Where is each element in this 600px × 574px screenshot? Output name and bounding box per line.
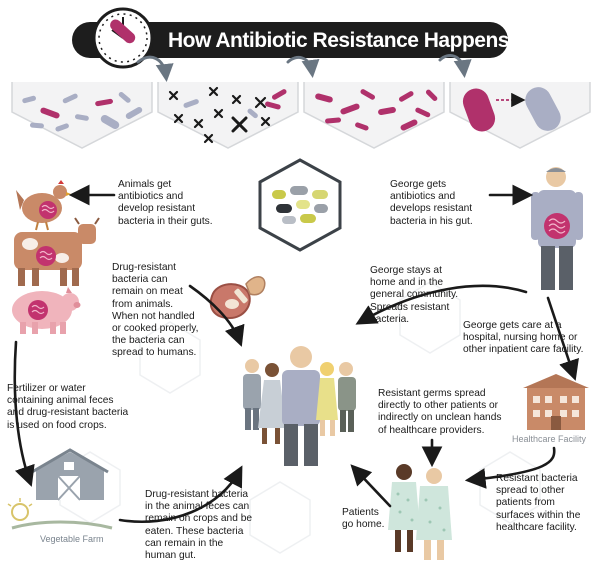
community-group (243, 346, 356, 466)
caption-line: Spreads resistant (370, 301, 450, 313)
caption-line: go home. (342, 519, 385, 531)
background-hexagons (59, 281, 541, 554)
caption-line: healthcare facility. (496, 521, 577, 533)
bacteria-panels (11, 82, 591, 149)
caption-line: antibiotics and (118, 191, 184, 203)
arrow-facility-to-patients (464, 446, 556, 489)
panel1-bacteria (22, 91, 143, 132)
caption-surfaces: Resistant bacteria spread to other patie… (496, 473, 600, 534)
george-figure (531, 167, 583, 290)
caption-line: bacteria can (112, 274, 168, 286)
caption-line: George stays at (370, 265, 442, 276)
cow-icon (14, 217, 100, 286)
flow-arrows (13, 184, 579, 524)
caption-line: or cooked properly, (112, 323, 199, 335)
panel-transition-arrows (136, 54, 472, 82)
pig-icon (12, 287, 81, 334)
healthcare-facility-icon (523, 374, 589, 430)
caption-line: Animals get (118, 179, 172, 190)
arrow-meat-to-people (188, 284, 245, 347)
caption-line: Drug-resistant bacteria (145, 489, 249, 500)
arrow-patients-home (350, 464, 392, 508)
caption-line: develops resistant (390, 203, 473, 215)
caption-line: spread to humans. (112, 347, 197, 359)
caption-line: containing animal feces (7, 395, 114, 407)
caption-line: bacteria in his gut. (390, 215, 473, 227)
caption-line: develop resistant (118, 203, 196, 215)
caption-line: of healthcare providers. (378, 424, 485, 436)
caption-line: and drug-resistant bacteria (7, 407, 129, 419)
meat-icon (209, 276, 266, 320)
caption-line: home and in the (370, 277, 444, 289)
caption-line: hospital, nursing home or (463, 332, 578, 344)
caption-germs-spread: Resistant germs spread directly to other… (378, 388, 528, 437)
caption-line: spread to other (496, 485, 565, 497)
caption-george-home: George stays at home and in the general … (370, 265, 490, 326)
panel3-resistant-bacteria (315, 89, 438, 131)
caption-meat: Drug-resistant bacteria can remain on me… (112, 262, 222, 360)
caption-line: Fertilizer or water (7, 383, 86, 394)
chicken-icon (16, 180, 71, 231)
caption-line: patients from (496, 497, 555, 509)
arrow-home-to-people (355, 284, 528, 325)
caption-animals: Animals get antibiotics and develop resi… (118, 179, 258, 228)
clock-icon (92, 7, 154, 69)
caption-line: human gut. (145, 550, 196, 562)
arrow-crops-to-people (118, 465, 243, 524)
caption-george-care: George gets care at a hospital, nursing … (463, 320, 600, 357)
patients-group (388, 464, 452, 560)
panel2-killed-bacteria (168, 86, 287, 144)
caption-line: in the animal feces can (145, 501, 250, 513)
healthcare-facility-label: Healthcare Facility (512, 434, 587, 444)
arrow-to-farm (13, 340, 35, 487)
caption-line: Drug-resistant (112, 262, 176, 273)
caption-line: George gets (390, 179, 447, 190)
vegetable-farm-icon (7, 448, 113, 530)
caption-line: surfaces within the (496, 509, 581, 521)
caption-crops: Drug-resistant bacteria in the animal fe… (145, 489, 275, 562)
caption-line: remain on meat (112, 286, 183, 298)
caption-george-gets: George gets antibiotics and develops res… (390, 179, 520, 228)
caption-line: the bacteria can (112, 335, 185, 347)
caption-line: can remain in the (145, 537, 224, 549)
caption-line: from animals. (112, 298, 174, 310)
caption-line: bacteria in their guts. (118, 215, 213, 227)
caption-line: general community. (370, 289, 459, 301)
caption-line: When not handled (112, 310, 195, 322)
caption-line: Resistant germs spread (378, 388, 486, 399)
caption-line: indirectly on unclean hands (378, 412, 502, 424)
antibiotics-hexagon (258, 158, 342, 252)
vegetable-farm-label: Vegetable Farm (40, 534, 104, 544)
caption-line: bacteria. (370, 313, 410, 325)
panel4-transfer (462, 87, 561, 132)
caption-line: George gets care at a (463, 320, 562, 331)
caption-line: directly to other patients or (378, 400, 499, 412)
arrow-to-facility (546, 296, 579, 381)
caption-line: other inpatient care facility. (463, 344, 584, 356)
caption-line: Resistant bacteria (496, 473, 578, 484)
caption-patients-home: Patients go home. (342, 507, 402, 531)
caption-line: remain on crops and be (145, 513, 253, 525)
caption-line: eaten. These bacteria (145, 525, 244, 537)
caption-line: is used on food crops. (7, 419, 107, 431)
page-title: How Antibiotic Resistance Happens (168, 29, 509, 52)
caption-fertilizer: Fertilizer or water containing animal fe… (7, 383, 157, 432)
caption-line: antibiotics and (390, 191, 456, 203)
caption-line: Patients (342, 507, 379, 518)
